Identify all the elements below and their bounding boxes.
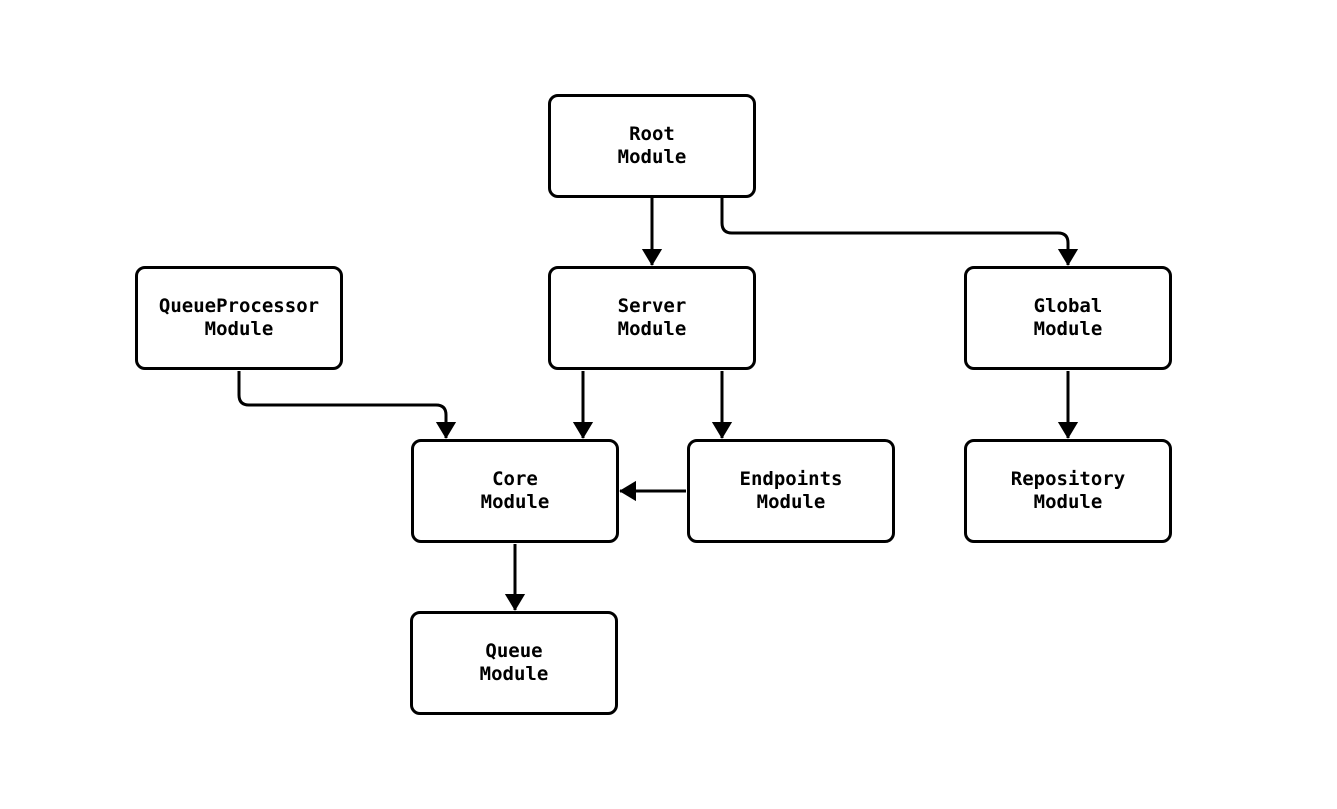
node-label-line: Module bbox=[617, 318, 687, 340]
node-label-line: Root bbox=[629, 123, 675, 145]
node-label-line: Endpoints bbox=[739, 468, 843, 490]
node-label-line: Global bbox=[1033, 295, 1103, 317]
node-label-line: Server bbox=[617, 295, 687, 317]
node-label-line: Module bbox=[204, 318, 274, 340]
node-label-line: QueueProcessor bbox=[158, 295, 320, 317]
node-label-line: Module bbox=[1033, 491, 1103, 513]
node-label-line: Module bbox=[1033, 318, 1103, 340]
node-label-line: Module bbox=[479, 663, 549, 685]
node-label-line: Module bbox=[480, 491, 550, 513]
node-label-line: Repository bbox=[1010, 468, 1126, 490]
node-label-line: Queue bbox=[485, 640, 543, 662]
node-label-line: Module bbox=[756, 491, 826, 513]
node-label-line: Module bbox=[617, 146, 687, 168]
node-label-line: Core bbox=[492, 468, 538, 490]
